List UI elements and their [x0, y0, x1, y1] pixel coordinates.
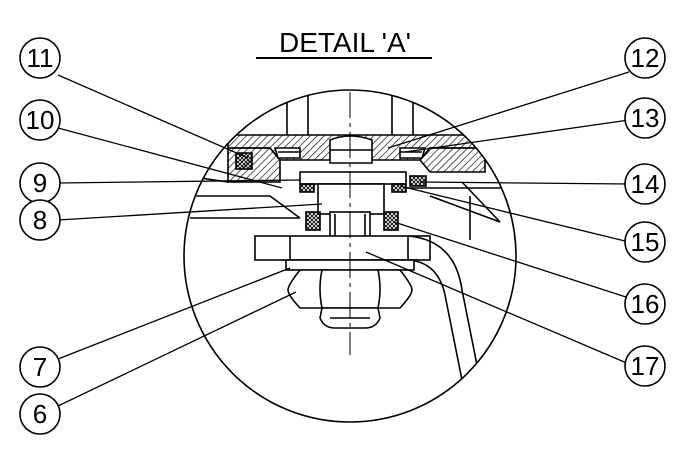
balloon-8: 8 — [19, 199, 61, 241]
balloon-10: 10 — [19, 99, 61, 141]
balloon-14-label: 14 — [631, 169, 660, 199]
balloon-7-label: 7 — [33, 352, 47, 382]
balloon-9-label: 9 — [33, 168, 47, 198]
balloon-15: 15 — [624, 221, 666, 263]
balloon-17-label: 17 — [631, 351, 660, 381]
detail-title: DETAIL 'A' — [279, 27, 411, 58]
balloon-14: 14 — [624, 163, 666, 205]
balloon-6: 6 — [19, 393, 61, 435]
balloon-13: 13 — [624, 97, 666, 139]
assembly-section — [189, 90, 510, 381]
balloon-12-label: 12 — [631, 43, 660, 73]
balloon-12: 12 — [624, 37, 666, 79]
balloon-16-label: 16 — [631, 289, 660, 319]
balloon-6-label: 6 — [33, 399, 47, 429]
detail-circle — [183, 89, 517, 423]
balloon-17: 17 — [624, 345, 666, 387]
balloon-8-label: 8 — [33, 205, 47, 235]
balloon-9: 9 — [19, 162, 61, 204]
balloon-15-label: 15 — [631, 227, 660, 257]
leader-lines — [57, 71, 630, 407]
balloon-16: 16 — [624, 283, 666, 325]
balloon-11-label: 11 — [27, 43, 54, 73]
balloon-10-label: 10 — [26, 105, 55, 135]
balloon-7: 7 — [19, 346, 61, 388]
balloon-13-label: 13 — [631, 103, 660, 133]
balloon-11: 11 — [19, 37, 61, 79]
